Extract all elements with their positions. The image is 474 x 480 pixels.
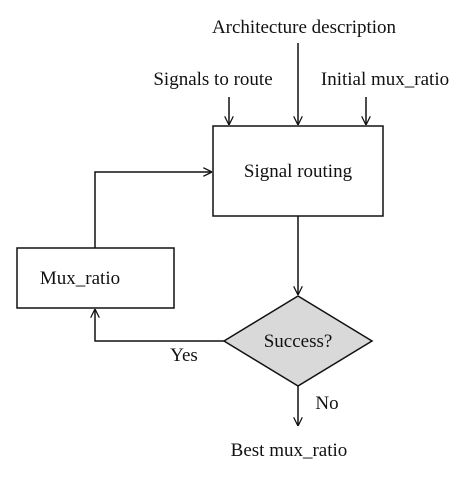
- signal-routing-box: [212, 125, 384, 217]
- signal-routing-label: Signal routing: [244, 161, 353, 182]
- success-decision-label: Success?: [264, 331, 333, 352]
- signals-to-route-label: Signals to route: [153, 69, 272, 90]
- mux-ratio-label: Mux_ratio: [40, 268, 120, 289]
- best-mux-ratio-label: Best mux_ratio: [231, 440, 348, 461]
- feedback-loop-arrow: [94, 172, 212, 248]
- initial-mux-ratio-label: Initial mux_ratio: [321, 69, 449, 90]
- yes-branch-label: Yes: [170, 345, 198, 366]
- mux-ratio-box: [16, 247, 175, 309]
- architecture-description-label: Architecture description: [212, 17, 397, 38]
- no-branch-label: No: [315, 393, 338, 414]
- yes-branch-arrow: [95, 309, 224, 342]
